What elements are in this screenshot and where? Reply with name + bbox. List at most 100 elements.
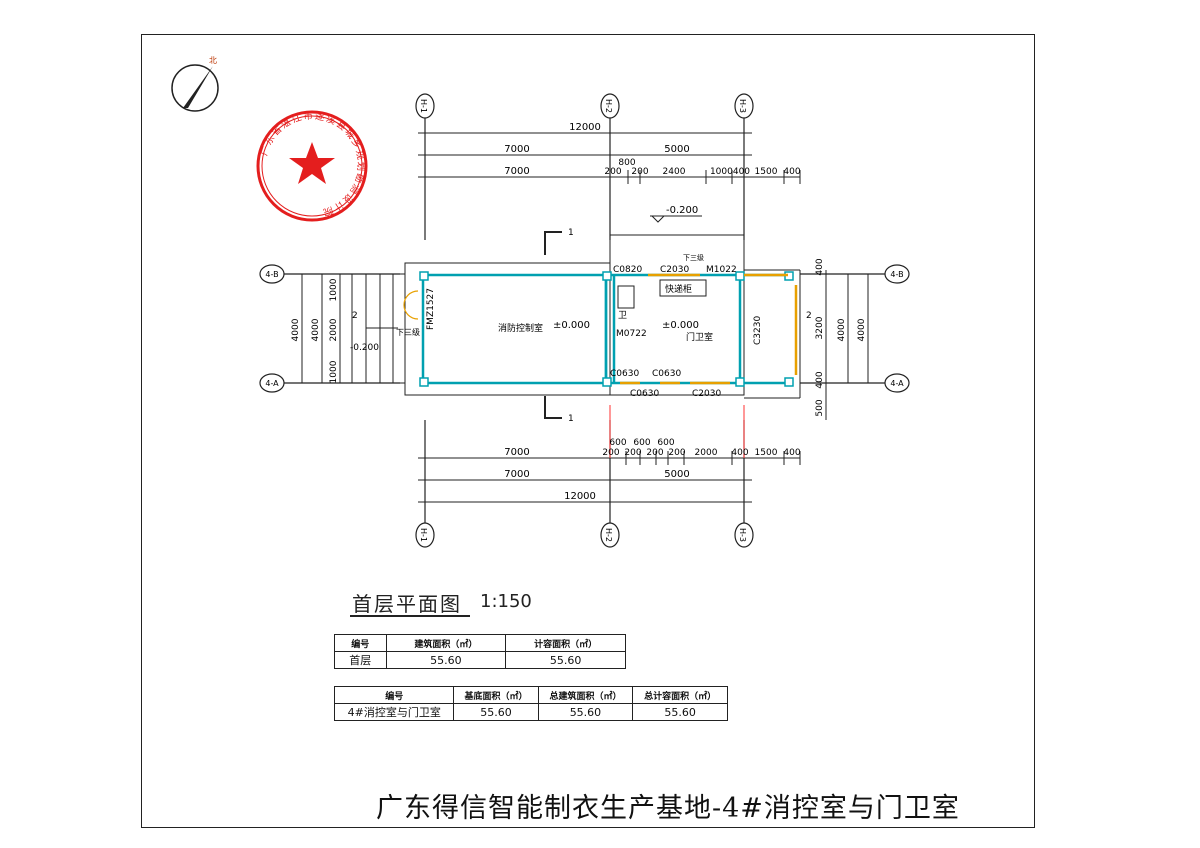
axis-label-h1-bottom: H-1 — [419, 528, 428, 542]
t2-header-total-built: 总建筑面积（㎡） — [537, 686, 634, 704]
dim-total-bottom: 12000 — [564, 491, 596, 502]
north-arrow-icon: 北 — [171, 56, 219, 112]
t2-header-total-plot: 总计容面积（㎡） — [632, 686, 728, 704]
level-minus200-left: -0.200 — [350, 343, 379, 353]
room-fire-control: 消防控制室 — [498, 322, 543, 334]
dim-400-right-a: 400 — [815, 258, 825, 275]
t2-cell-total-plot: 55.60 — [632, 703, 728, 721]
axis-bubbles-top — [415, 93, 754, 240]
dim-200-b: 200 — [631, 167, 648, 177]
windows — [620, 273, 798, 385]
axis-label-a-right: 4-A — [890, 379, 904, 388]
dimension-lines-top — [418, 132, 801, 184]
axis-label-b-right: 4-B — [890, 270, 903, 279]
dim-4000-left-a: 4000 — [291, 318, 301, 341]
dim-3200-right: 3200 — [815, 316, 825, 339]
level-minus200-top: -0.200 — [666, 205, 698, 216]
toilet-label: 卫 — [618, 311, 627, 321]
dim-5000-top: 5000 — [664, 144, 689, 155]
dimension-lines-right — [825, 270, 869, 420]
window-c0630-b: C0630 — [652, 369, 681, 379]
dim-1000400: 1000400 — [710, 167, 750, 177]
dim-200-e: 200 — [646, 448, 663, 458]
north-label: 北 — [209, 56, 217, 65]
drawing-frame — [141, 34, 1035, 828]
window-c3230: C3230 — [753, 316, 763, 345]
table-row: 4#消控室与门卫室 55.60 55.60 55.60 — [333, 703, 728, 721]
dim-4000-right-a: 4000 — [837, 318, 847, 341]
axis-label-h3-top: H-3 — [738, 99, 747, 113]
columns — [419, 271, 794, 387]
dim-800-top: 800 — [618, 158, 635, 168]
dim-400-bottom-b: 400 — [783, 448, 800, 458]
t2-header-id: 编号 — [333, 686, 455, 704]
dim-4000-left-b: 4000 — [311, 318, 321, 341]
dim-200-d: 200 — [624, 448, 641, 458]
dim-2400: 2400 — [663, 167, 686, 177]
door-fmz1527: FMZ1527 — [426, 288, 436, 330]
section-1-bottom: 1 — [568, 414, 574, 424]
dim-5000-bottom: 5000 — [664, 469, 689, 480]
project-title: 广东得信智能制衣生产基地-4#消控室与门卫室 — [376, 793, 960, 824]
toilet-icon — [617, 285, 635, 309]
stair-down-top: 下三级 — [683, 253, 704, 262]
axis-label-h2-top: H-2 — [604, 99, 613, 113]
level-zero-guard: ±0.000 — [662, 320, 699, 331]
t2-header-base: 基底面积（㎡） — [453, 686, 539, 704]
walls — [421, 273, 788, 385]
drawing-title-underline — [350, 615, 470, 617]
courier-cabinet-label: 快递柜 — [665, 283, 692, 295]
door-m1022: M1022 — [706, 265, 737, 275]
official-stamp-icon: 广东省湛江市遂溪县城乡规划勘测设计院 — [256, 110, 368, 222]
t1-header-plot: 计容面积（㎡） — [505, 634, 626, 652]
entry-door — [403, 290, 419, 320]
door-m0722: M0722 — [616, 329, 647, 339]
dim-200-f: 200 — [668, 448, 685, 458]
section-marker-1 — [544, 231, 562, 419]
window-c2030-bottom: C2030 — [692, 389, 721, 399]
dim-600-b: 600 — [633, 438, 650, 448]
t2-cell-id: 4#消控室与门卫室 — [333, 703, 455, 721]
dim-2000-bottom: 2000 — [695, 448, 718, 458]
t1-cell-plot: 55.60 — [505, 651, 626, 669]
dim-600-a: 600 — [609, 438, 626, 448]
dim-7000-bottom-a: 7000 — [504, 447, 529, 458]
t2-cell-base: 55.60 — [453, 703, 539, 721]
dim-400-top: 400 — [783, 167, 800, 177]
t1-cell-built: 55.60 — [385, 651, 507, 669]
dim-200-c: 200 — [602, 448, 619, 458]
entry-steps — [340, 273, 405, 384]
dim-600-c: 600 — [657, 438, 674, 448]
drawing-title: 首层平面图 — [352, 592, 462, 616]
dim-4000-right-b: 4000 — [857, 318, 867, 341]
dim-400-bottom-a: 400 — [731, 448, 748, 458]
window-c2030-top: C2030 — [660, 265, 689, 275]
axis-bubbles-bottom — [415, 420, 754, 548]
dim-7000-row3: 7000 — [504, 166, 529, 177]
courier-cabinet-box — [659, 279, 707, 297]
t1-header-id: 编号 — [334, 634, 387, 652]
level-zero-fire: ±0.000 — [553, 320, 590, 331]
section-2-left: 2 — [352, 311, 358, 321]
level-marker-top — [650, 215, 702, 223]
dim-500-right: 500 — [815, 399, 825, 416]
dim-1000-left-b: 1000 — [329, 360, 339, 383]
window-c0630-c: C0630 — [630, 389, 659, 399]
dimension-lines-left — [301, 274, 341, 383]
t2-cell-total-built: 55.60 — [537, 703, 634, 721]
area-table-floor: 编号 建筑面积（㎡） 计容面积（㎡） 首层 55.60 55.60 — [334, 634, 626, 669]
window-c0820: C0820 — [613, 265, 642, 275]
dim-200-a: 200 — [604, 167, 621, 177]
stair-down-left: 下三级 — [396, 327, 420, 337]
window-c0630-a: C0630 — [610, 369, 639, 379]
dim-7000-top: 7000 — [504, 144, 529, 155]
room-guard: 门卫室 — [686, 331, 713, 343]
axis-label-h1-top: H-1 — [419, 99, 428, 113]
dim-2000-left: 2000 — [329, 318, 339, 341]
axis-label-h2-bottom: H-2 — [604, 528, 613, 542]
dim-1500-bottom: 1500 — [755, 448, 778, 458]
dim-1500-top: 1500 — [755, 167, 778, 177]
t1-cell-id: 首层 — [334, 651, 387, 669]
